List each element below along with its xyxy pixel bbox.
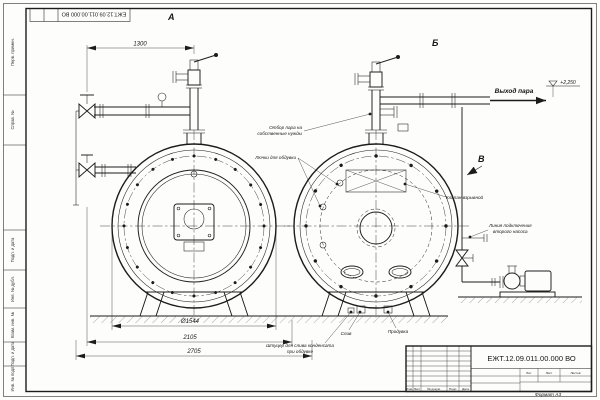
- callout-steam-own-needs: Отбор пара на собственные нужды: [257, 112, 372, 136]
- callout-text: Штуцер для слива конденсата: [266, 343, 334, 348]
- tb-col-docum: № докум.: [427, 387, 441, 391]
- margin-label-inv-dubl: Инв. № дубл.: [10, 276, 15, 302]
- elevation-value: +2,250: [560, 80, 576, 86]
- format-label: Формат А3: [535, 392, 562, 398]
- flange-bolts: [304, 154, 448, 298]
- callout-text: Отбор пара на: [269, 125, 302, 130]
- margin-label-vzam: Взам. инв. №: [10, 312, 15, 338]
- left-safety-valve: [172, 53, 218, 89]
- view-label-a: А: [167, 12, 175, 22]
- right-riser-pipe: [365, 90, 398, 145]
- top-inverted-stamp: ЕЖТ.12.09.011.00.000 ВО: [29, 8, 131, 22]
- tb-sheets-label: Листов: [570, 371, 580, 375]
- left-riser-pipe: [183, 88, 205, 145]
- callouts: Отбор пара на собственные нужды Лючки дл…: [254, 112, 532, 354]
- callout-text: при обдувке: [287, 349, 313, 354]
- margin-label-inv-podl: Инв. № подл.: [10, 365, 15, 391]
- pump-feed-line: [455, 107, 500, 286]
- dimensions: 1300 Ø1544 2105 2705: [75, 42, 313, 360]
- right-safety-valve: [354, 55, 400, 91]
- margin-label-podp1: Подп. и дата: [10, 237, 15, 262]
- ground: [90, 296, 582, 323]
- tb-col-podp: Подп.: [449, 387, 457, 391]
- steam-outlet-pipe: [380, 93, 546, 108]
- tb-sheet-label: Лист: [546, 371, 553, 375]
- right-boiler-view: Выход пара +2,250: [284, 55, 580, 318]
- callout-condensate: Штуцер для слива конденсата при обдувке: [266, 310, 353, 354]
- handholes: [340, 265, 412, 279]
- tb-col-data: Дата: [462, 387, 469, 391]
- dim-text: 1300: [133, 42, 147, 48]
- callout-text: второго насоса: [493, 229, 528, 234]
- tb-doc-number: ЕЖТ.12.09.011.00.000 ВО: [487, 354, 576, 363]
- dim-text: Ø1544: [180, 319, 200, 325]
- tb-col-izm: Изм.: [406, 387, 413, 391]
- steam-out-label: Выход пара: [495, 87, 534, 95]
- burner-plate: [173, 203, 215, 252]
- blow-hatches: [319, 179, 344, 249]
- dim-2105: 2105: [86, 207, 293, 346]
- callout-text: Слив: [341, 331, 352, 336]
- dim-1300: 1300: [86, 42, 195, 92]
- callout-text: Лючки для обдувки: [254, 155, 296, 160]
- nameplate: [397, 123, 409, 132]
- tb-lit-label: Лит.: [526, 371, 532, 375]
- left-boiler-supports: [139, 291, 249, 317]
- callout-blow-hatches: Лючки для обдувки: [254, 155, 339, 208]
- callout-second-pump-line: Линия подключения второго насоса: [468, 223, 532, 239]
- top-stamp-number: ЕЖТ.12.09.011.00.000 ВО: [61, 11, 127, 17]
- tb-col-list: Лист: [414, 387, 421, 391]
- sheet-frame: [3, 3, 597, 397]
- callout-blowdown: Продувка: [386, 310, 409, 334]
- callout-text: Продувка: [388, 329, 409, 334]
- callout-text: Линия подключения: [488, 223, 532, 228]
- callout-explosion-valve: Клапан взрывной: [403, 182, 484, 200]
- left-boiler-view: [73, 53, 290, 322]
- callout-text: собственные нужды: [257, 131, 302, 136]
- margin-label-perv: Перв. примен.: [10, 38, 15, 66]
- left-gauge-piping: [73, 94, 190, 206]
- pressure-gauge: [157, 92, 167, 107]
- feed-pump: [499, 265, 556, 298]
- view-label-b: Б: [432, 38, 439, 48]
- elevation-mark: +2,250: [546, 80, 580, 97]
- right-boiler-supports: [321, 291, 431, 317]
- view-v-letter: В: [478, 154, 485, 164]
- door-fitting: [190, 170, 198, 178]
- callout-text: Клапан взрывной: [446, 194, 484, 200]
- center-opening: [359, 211, 393, 245]
- explosion-valve-plate: [345, 169, 407, 193]
- margin-column: Перв. примен. Справ. № Подп. и дата Инв.…: [3, 38, 26, 392]
- view-label-v: В: [466, 154, 485, 176]
- dim-diameter: Ø1544: [111, 230, 277, 330]
- dim-text: 2105: [182, 335, 197, 341]
- dim-text: 2705: [186, 349, 201, 355]
- margin-label-sprav: Справ. №: [10, 110, 15, 130]
- flange-bolts: [122, 154, 266, 298]
- dim-2705: 2705: [75, 340, 313, 360]
- callout-drain: Слив: [341, 310, 362, 336]
- margin-label-podp2: Подп. и дата: [10, 341, 15, 366]
- title-block: Изм. Лист № докум. Подп. Дата ЕЖТ.12.09.…: [405, 345, 593, 393]
